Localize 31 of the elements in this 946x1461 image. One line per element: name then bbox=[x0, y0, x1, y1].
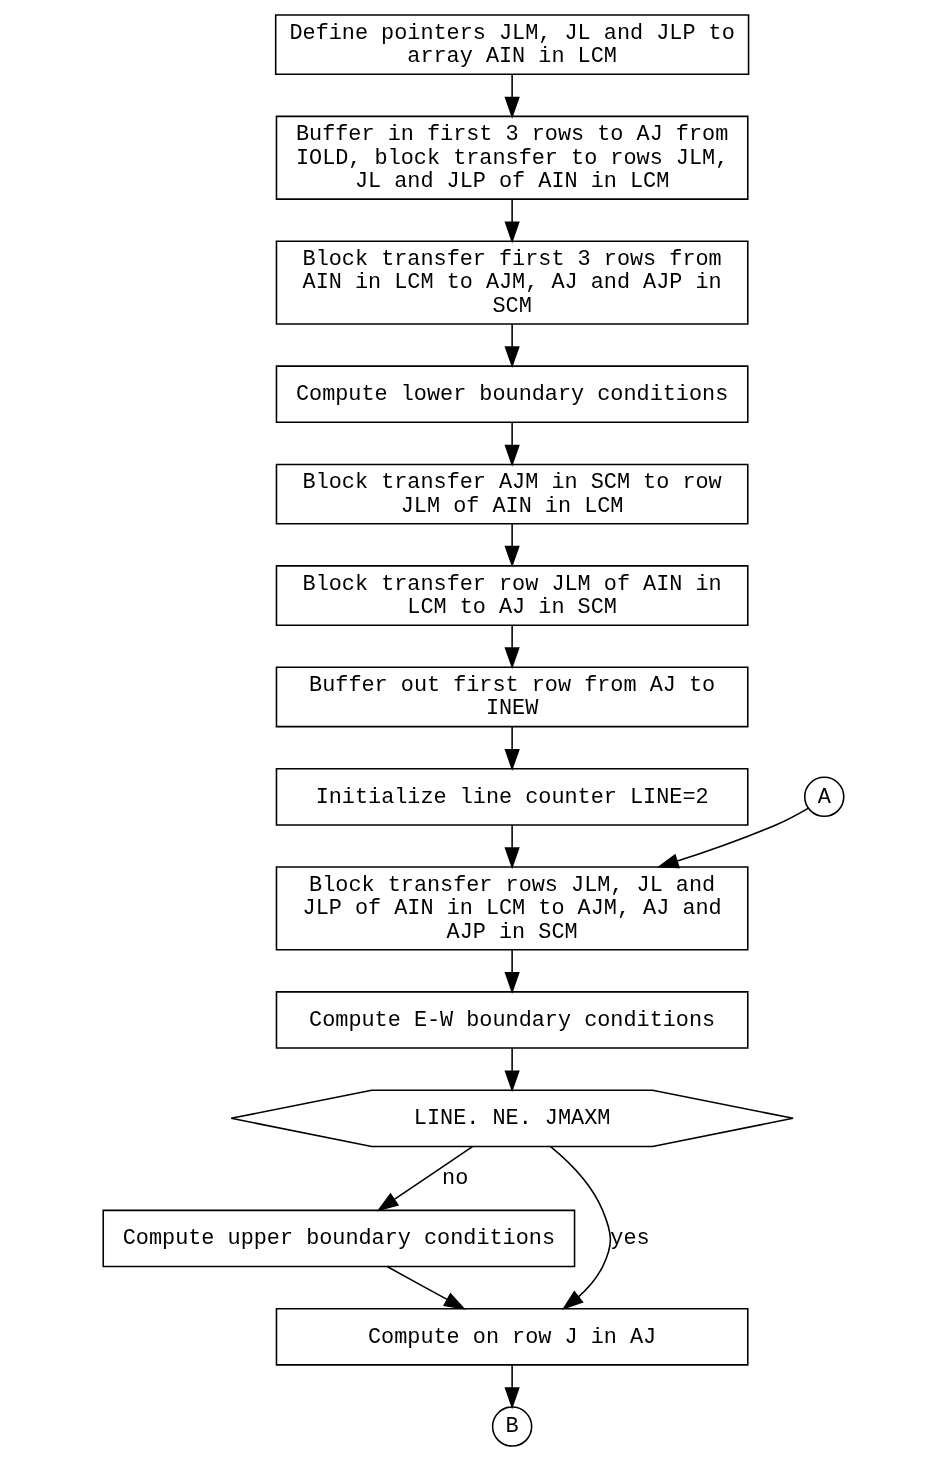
arrow bbox=[503, 323, 520, 369]
arrow bbox=[549, 1145, 611, 1310]
arrow bbox=[503, 421, 520, 467]
node-box: Block transfer row JLM of AIN in LCM to AJ in SCM bbox=[275, 565, 749, 626]
edge-label: yes bbox=[609, 1226, 650, 1252]
node-box: Block transfer first 3 rows from AIN in LCM to AJM, AJ and AJP in SCM bbox=[275, 240, 749, 325]
arrow bbox=[503, 949, 520, 994]
arrow bbox=[386, 1266, 466, 1310]
arrow bbox=[503, 726, 520, 771]
arrow bbox=[503, 824, 520, 870]
arrow bbox=[503, 73, 520, 119]
edge-label: no bbox=[441, 1166, 468, 1192]
arrow bbox=[503, 198, 520, 244]
node-box: Block transfer rows JLM, JL and JLP of AIN in LCM to AJM, AJ and AJP in SCM bbox=[275, 866, 749, 951]
node-box: Block transfer AJM in SCM to row JLM of AIN in LCM bbox=[275, 463, 749, 525]
arrow bbox=[503, 523, 520, 568]
node-box: Compute on row J in AJ bbox=[275, 1307, 749, 1366]
node-box: Compute E-W boundary conditions bbox=[275, 991, 749, 1049]
arrow bbox=[376, 1145, 474, 1212]
arrow bbox=[503, 1047, 520, 1093]
node-box: Define pointers JLM, JL and JLP to array AIN in LCM bbox=[274, 14, 749, 76]
node-box: Compute lower boundary conditions bbox=[275, 365, 749, 424]
node-circle: B bbox=[491, 1406, 532, 1447]
node-box: Buffer in first 3 rows to AJ from IOLD, block transfer to rows JLM, JL and JLP of AIN in LCM bbox=[275, 115, 749, 200]
arrow bbox=[656, 807, 809, 869]
node-box: Initialize line counter LINE=2 bbox=[275, 767, 749, 826]
arrow bbox=[503, 1364, 520, 1410]
node-box: Buffer out first row from AJ to INEW bbox=[275, 666, 749, 728]
node-box: Compute upper boundary conditions bbox=[101, 1209, 575, 1268]
node-circle: A bbox=[803, 776, 845, 818]
arrow bbox=[503, 624, 520, 670]
